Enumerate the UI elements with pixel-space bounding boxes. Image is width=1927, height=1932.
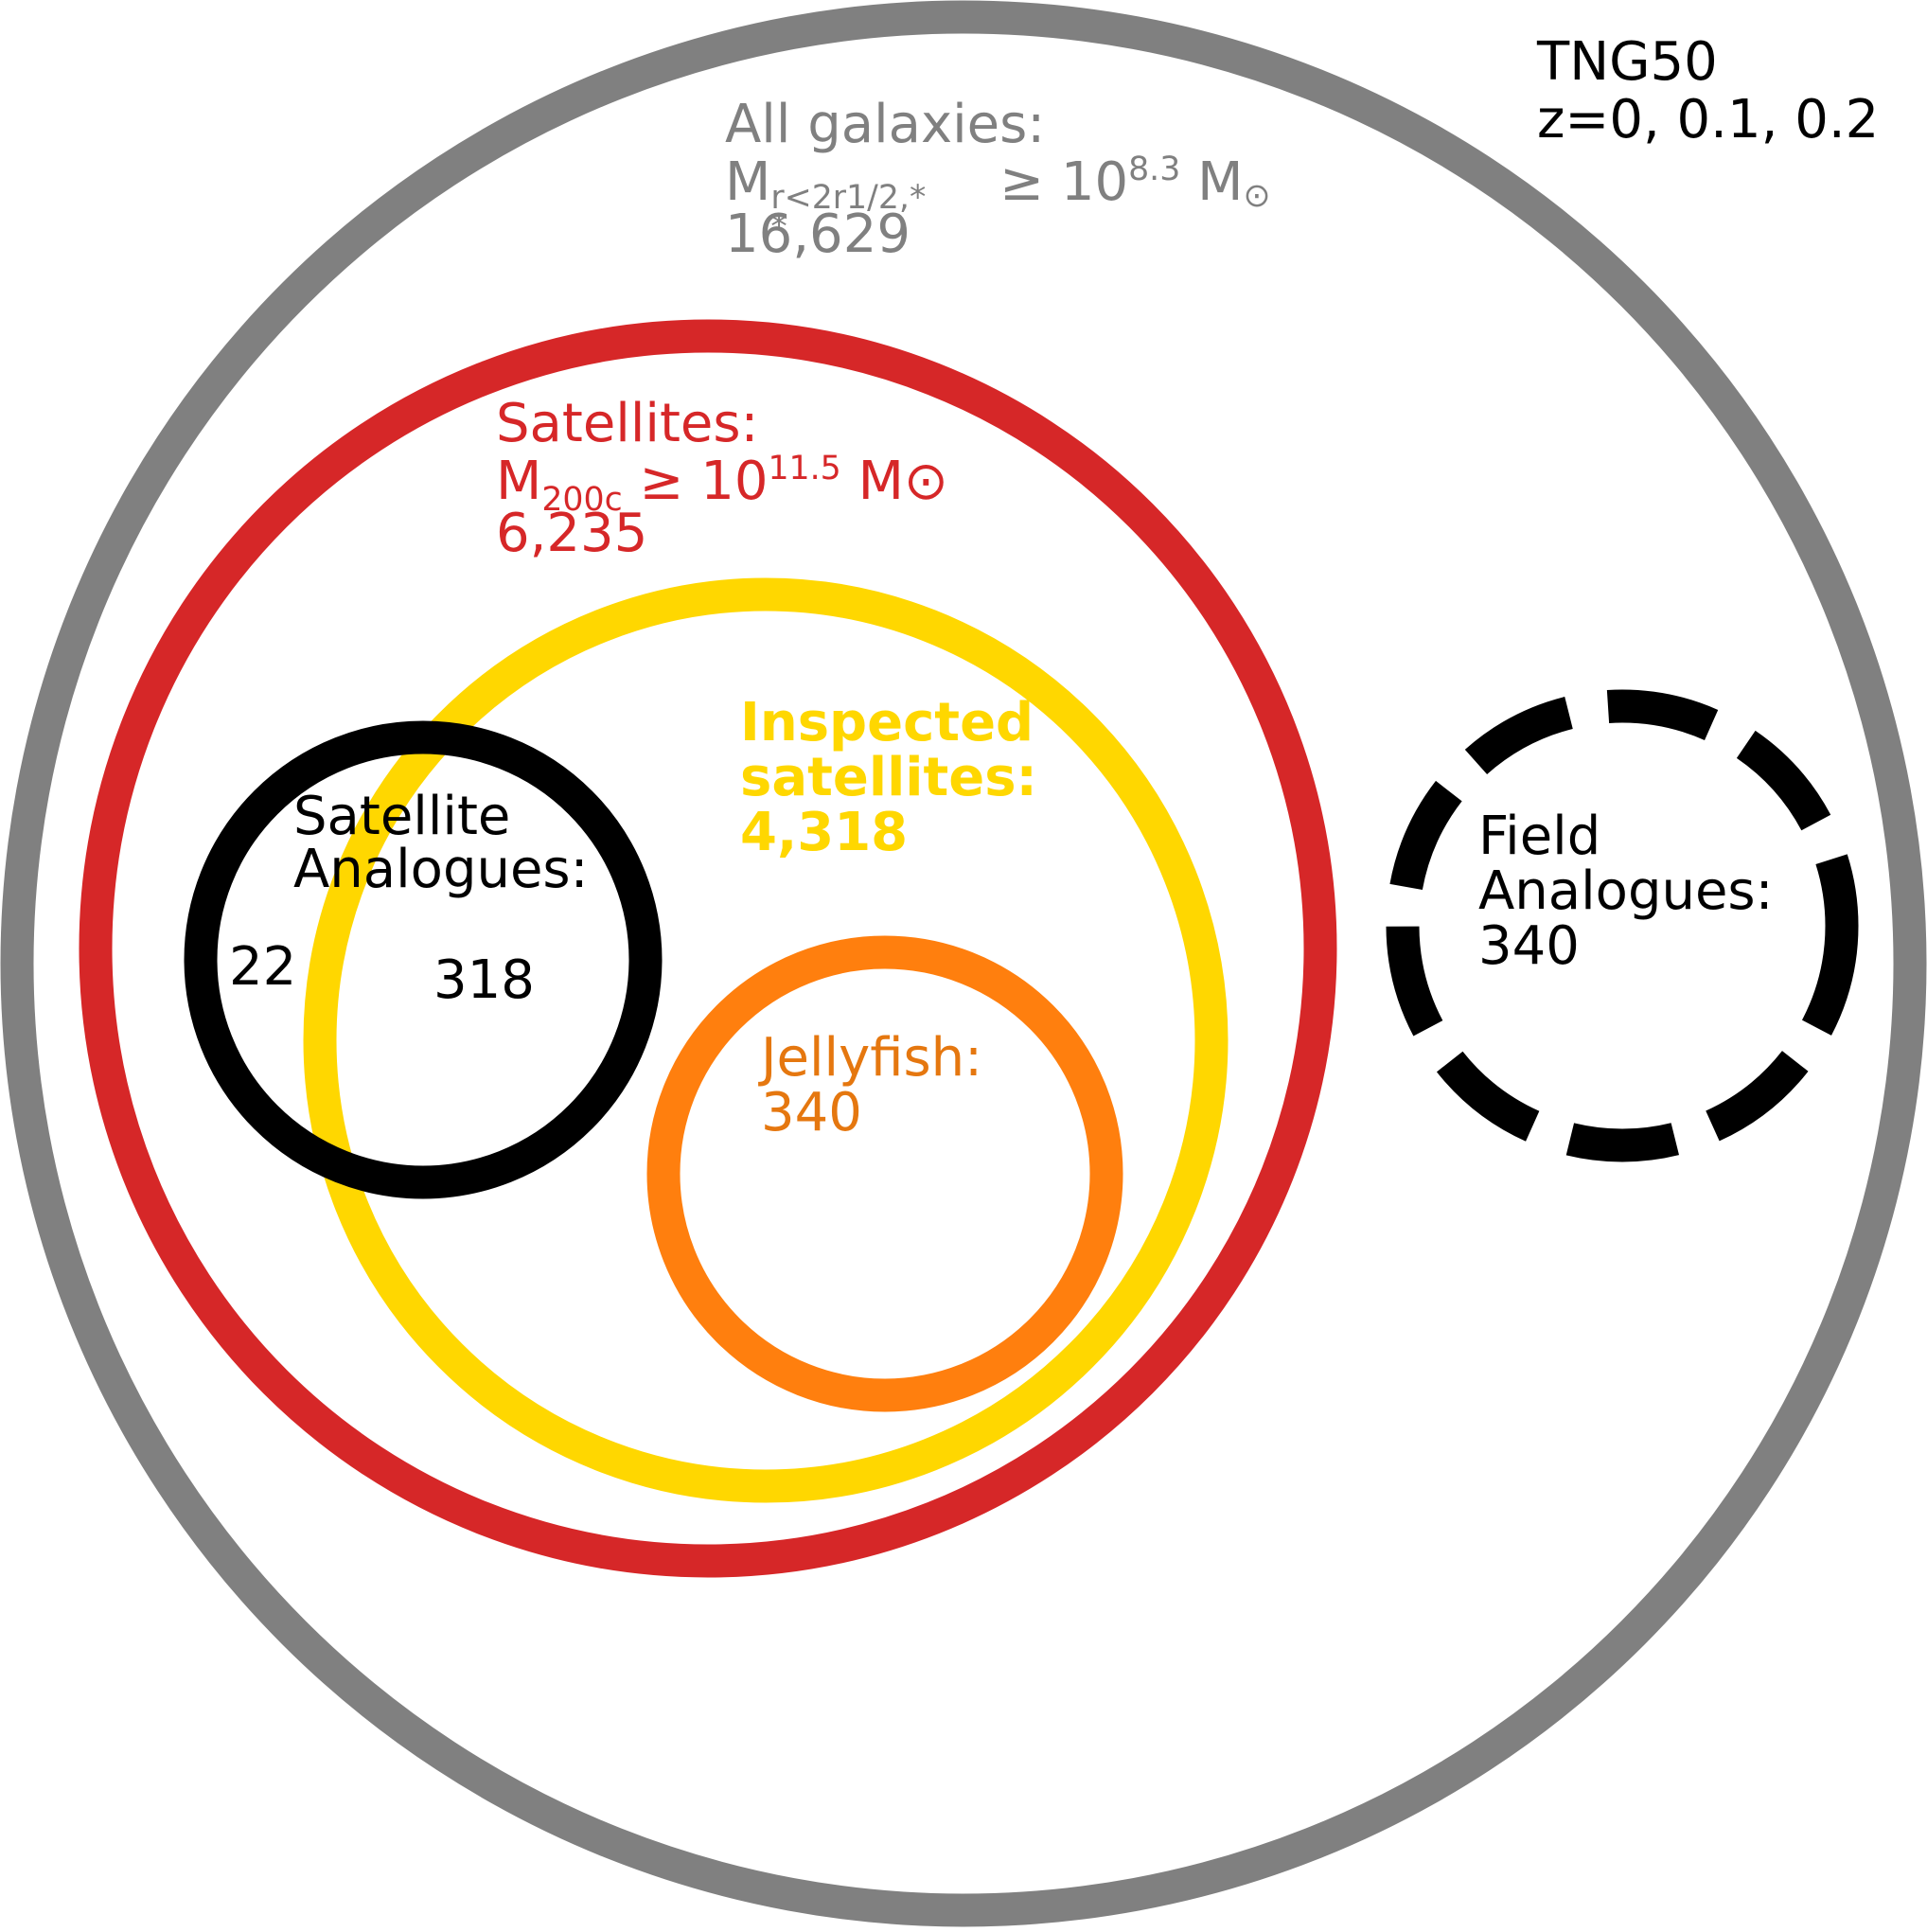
criterion-subscript: 200c: [541, 480, 623, 519]
satellites-count: 6,235: [496, 503, 648, 564]
field-analogues-count: 340: [1478, 915, 1580, 977]
solar-symbol: ⊙: [1243, 176, 1271, 215]
field-analogues-label: Field Analogues: 340: [1478, 810, 1773, 975]
simulation-name: TNG50: [1537, 31, 1718, 93]
satellites-title: Satellites:: [496, 393, 759, 454]
criterion-relation: ≥ 10: [622, 450, 769, 512]
criterion-exponent: 8.3: [1128, 151, 1181, 188]
satellites-criterion: M200c ≥ 1011.5 M⊙: [496, 450, 948, 517]
criterion-superscript: r<2r1/2,*: [770, 178, 927, 217]
inspected-satellites-label: Inspected satellites: 4,318: [740, 697, 1037, 861]
field-analogues-title-line1: Field: [1478, 806, 1601, 867]
inspected-satellites-circle: [303, 577, 1229, 1503]
inspected-count: 4,318: [740, 802, 909, 863]
satellite-analogues-title-line2: Analogues:: [293, 839, 589, 900]
satellite-analogues-outside-count: 22: [229, 936, 297, 998]
criterion-unit: M⊙: [840, 450, 948, 512]
satellite-analogues-label: Satellite Analogues:: [293, 790, 588, 896]
all-galaxies-count: 16,629: [725, 204, 910, 265]
jellyfish-count: 340: [761, 1082, 862, 1143]
criterion-exponent: 11.5: [768, 450, 841, 487]
criterion-relation: ≥ 10: [982, 151, 1129, 213]
criterion-subscript: *: [770, 207, 787, 246]
simulation-redshifts: z=0, 0.1, 0.2: [1537, 89, 1880, 151]
criterion-unit: M: [1180, 151, 1244, 213]
all-galaxies-title: All galaxies:: [725, 94, 1046, 155]
satellite-analogues-circle: [184, 720, 663, 1199]
satellite-analogues-inside-count: 318: [433, 949, 535, 1011]
satellites-label: Satellites: M200c ≥ 1011.5 M⊙ 6,235: [496, 398, 948, 562]
jellyfish-circle: [646, 935, 1123, 1412]
inspected-title-line1: Inspected: [740, 692, 1034, 753]
satellite-analogues-title-line1: Satellite: [293, 786, 511, 847]
field-analogues-circle: [1386, 689, 1859, 1162]
satellites-circle: [79, 319, 1337, 1578]
inspected-title-line2: satellites:: [740, 747, 1037, 808]
criterion-symbol: M: [496, 450, 542, 512]
simulation-label: TNG50 z=0, 0.1, 0.2: [1537, 36, 1879, 151]
jellyfish-title: Jellyfish:: [761, 1027, 983, 1089]
jellyfish-label: Jellyfish: 340: [761, 1032, 982, 1142]
criterion-symbol: M: [725, 151, 771, 213]
field-analogues-title-line2: Analogues:: [1478, 860, 1774, 922]
